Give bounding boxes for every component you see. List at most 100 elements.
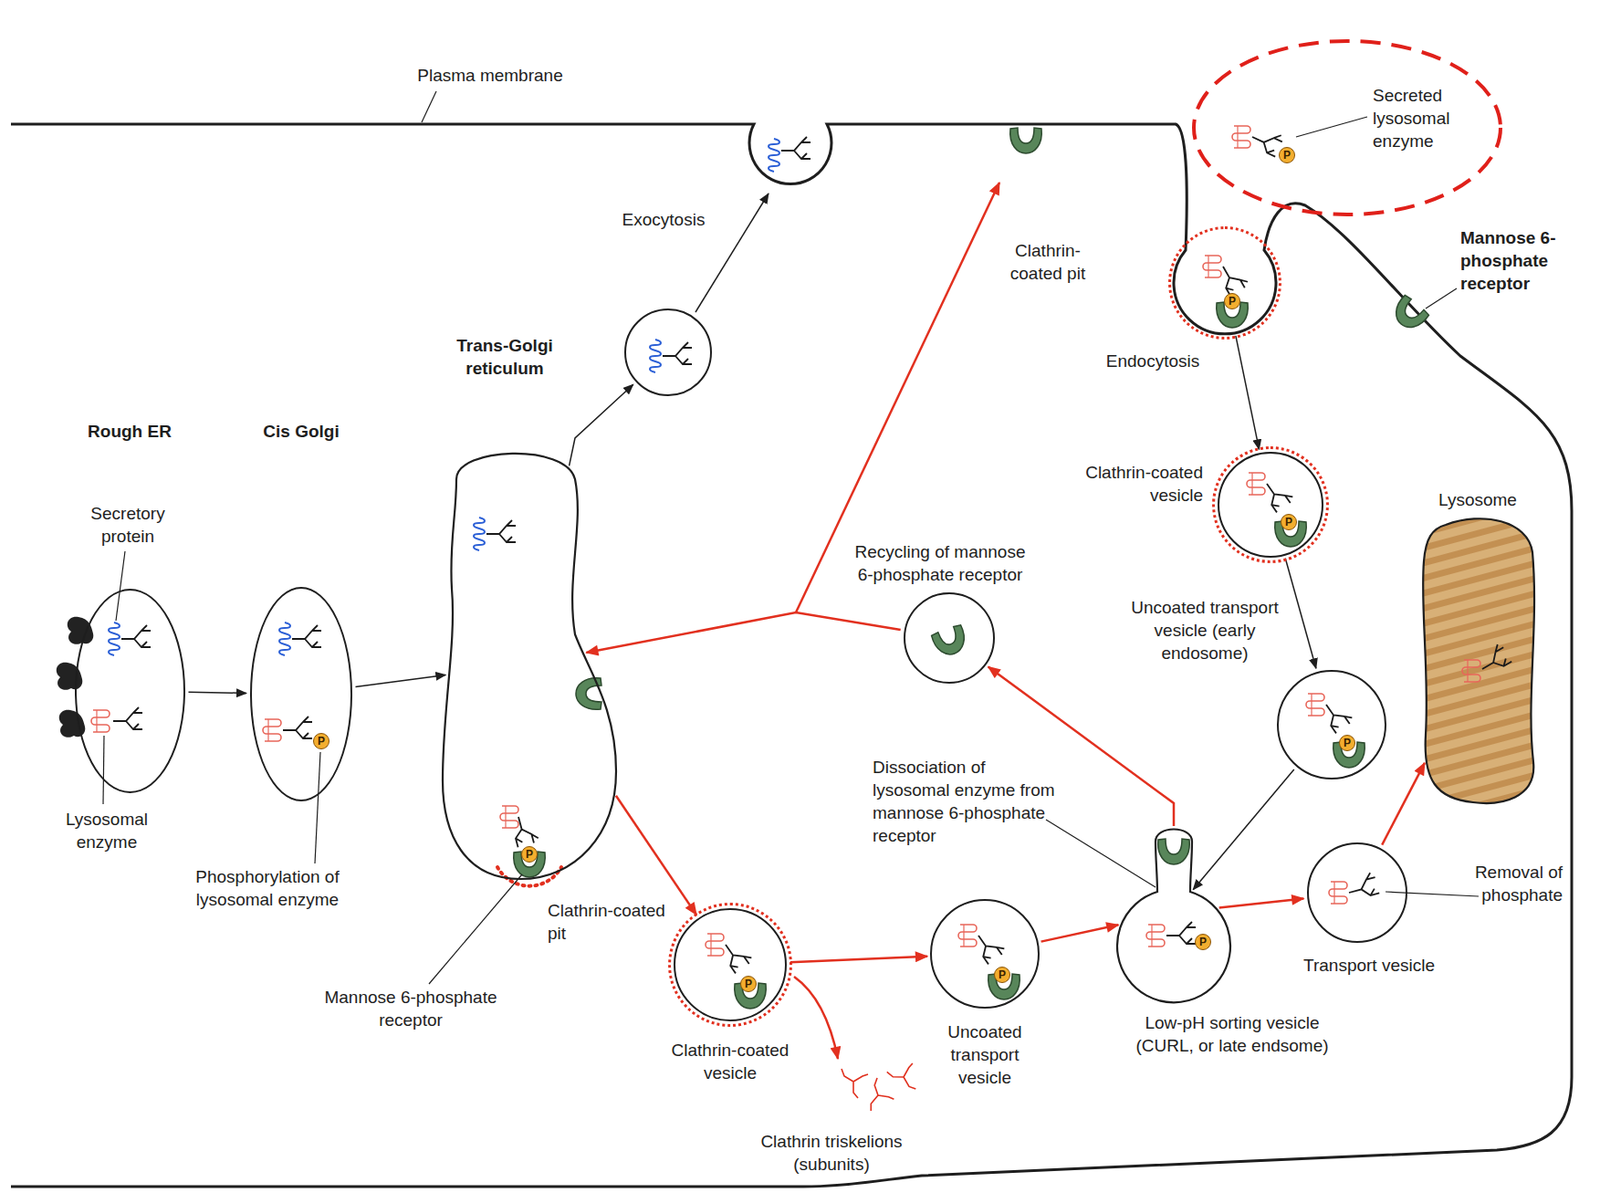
plasma-membrane [10,124,1572,1187]
callout-label: Dissociation of lysosomal enzyme from ma… [872,757,1056,846]
lysosomal-enzyme [500,805,519,828]
phosphate-holder: P [1338,734,1356,752]
phosphate-tag: P [1223,292,1241,310]
node-label-holder: Clathrin-coated vesicle [652,1038,808,1085]
leader-line [314,752,321,864]
clathrin-coated-vesicle: Clathrin-coated vesicle [673,908,787,1022]
flow-arrow [355,674,447,687]
phosphate-holder: P [1280,513,1297,531]
leader-line [1296,116,1368,137]
ribosome [59,710,85,738]
leader-line [428,874,523,984]
node-label: Trans-Golgi reticulum [456,335,554,378]
cis-golgi: Cis Golgi [250,586,353,802]
lysosomal-enzyme [958,924,977,947]
leader-line [1425,288,1457,309]
oligosaccharide [1260,475,1296,513]
lysosomal-enzyme [1246,472,1266,495]
oligosaccharide [292,625,322,648]
secretory-protein [649,339,661,373]
phosphate-holder: P [1278,146,1296,164]
callout-label: Clathrin-coated pit [547,900,666,943]
node-label-holder: Recycling of mannose 6-phosphate recepto… [852,540,1028,586]
lysosomal-enzyme [1462,659,1481,682]
leader-line [1045,819,1156,888]
oligosaccharide [1319,696,1355,733]
oligosaccharide [972,927,1007,964]
oligosaccharide [113,707,143,730]
flow-arrow [1041,924,1119,942]
node-label-holder: Clathrin-coated vesicle [1038,460,1203,507]
phosphate-holder: P [313,732,330,750]
callout-label: Plasma membrane [417,65,563,85]
node-label-holder: Endocytosis [1088,349,1217,373]
node-label: Recycling of mannose 6-phosphate recepto… [855,542,1026,585]
lysosomal-enzyme [91,710,110,733]
flow-arrow [616,795,697,916]
phosphate-holder: P [1223,292,1241,310]
node-label-holder: Lysosome [1413,488,1542,512]
clathrin-triskelion [887,1058,925,1098]
lysosomal-enzyme [1146,924,1165,947]
callout-label: Clathrin triskelions (subunits) [760,1131,902,1174]
transport-vesicle: Transport vesicle [1307,842,1408,943]
secretory-protein [768,138,780,172]
exocytosis-arrow [695,193,769,313]
callout-label-holder: Secretory protein [77,501,178,548]
callout-label: Lysosomal enzyme [65,809,148,852]
callout-label-holder: Dissociation of lysosomal enzyme from ma… [872,755,1060,848]
callout-label: Phosphorylation of lysosomal enzyme [195,867,339,910]
leader-line [1385,891,1479,897]
recycling-vesicle: Recycling of mannose 6-phosphate recepto… [903,592,995,684]
oligosaccharide [1345,871,1380,900]
node-label: Endocytosis [1106,351,1200,371]
phosphate-holder: P [740,975,757,993]
lysosomal-enzyme [705,933,724,956]
node-label: Low-pH sorting vesicle (CURL, or late en… [1135,1013,1329,1056]
node-label: Clathrin-coated vesicle [1085,462,1203,505]
callout-label-holder: Mannose 6-phosphate receptor [314,985,507,1032]
oligosaccharide [510,813,539,848]
node-label: Uncoated transport vesicle (early endoso… [1130,597,1279,663]
node-label-holder: Low-pH sorting vesicle (CURL, or late en… [1129,1011,1336,1057]
phosphate-tag: P [313,732,330,750]
oligosaccharide [1215,260,1250,297]
callout-label-holder: Mannose 6-phosphate receptor [1460,226,1589,295]
callout-label-holder: Removal of phosphate [1453,860,1563,907]
phosphate-tag: P [1280,513,1297,531]
flow-arrow [585,612,900,653]
flow-arrow [1381,763,1425,846]
node-label: Uncoated transport vesicle [947,1022,1022,1088]
node-label: Clathrin-coated vesicle [671,1040,790,1083]
flow-arrow [988,666,1174,827]
lysosome-outline [1418,515,1538,806]
node-label: Transport vesicle [1303,955,1435,975]
flow-arrow [1235,335,1260,450]
clathrin-triskelion [857,1077,898,1118]
oligosaccharide [662,342,692,365]
callout-label-holder: Lysosomal enzyme [56,807,157,854]
node-label-holder: Exocytosis [599,208,728,231]
phosphate-holder: P [993,966,1011,984]
m6p-receptor [1158,838,1191,865]
lysosome-membrane [1422,518,1535,804]
late-endosome-outline [1115,821,1233,1004]
trans-golgi-outline [428,442,626,886]
flow-arrow [790,956,928,963]
oligosaccharide [486,520,516,543]
secretory-protein [473,517,485,551]
node-label-holder: Trans-Golgi reticulum [436,334,574,380]
node-label: Exocytosis [622,209,706,230]
callout-label: Removal of phosphate [1474,862,1563,905]
oligosaccharide [121,625,151,648]
flow-arrow [1192,769,1295,890]
node-label-holder: Rough ER [56,419,203,443]
lysosomal-enzyme [1328,881,1348,904]
oligosaccharide [282,716,313,739]
clathrin-triskelion [841,1068,868,1099]
m6p-receptor [575,678,602,711]
node-label: Clathrin-coated pit [1010,240,1086,283]
secretory-vesicle: Exocytosis [624,308,712,397]
flow-arrow [569,384,634,466]
